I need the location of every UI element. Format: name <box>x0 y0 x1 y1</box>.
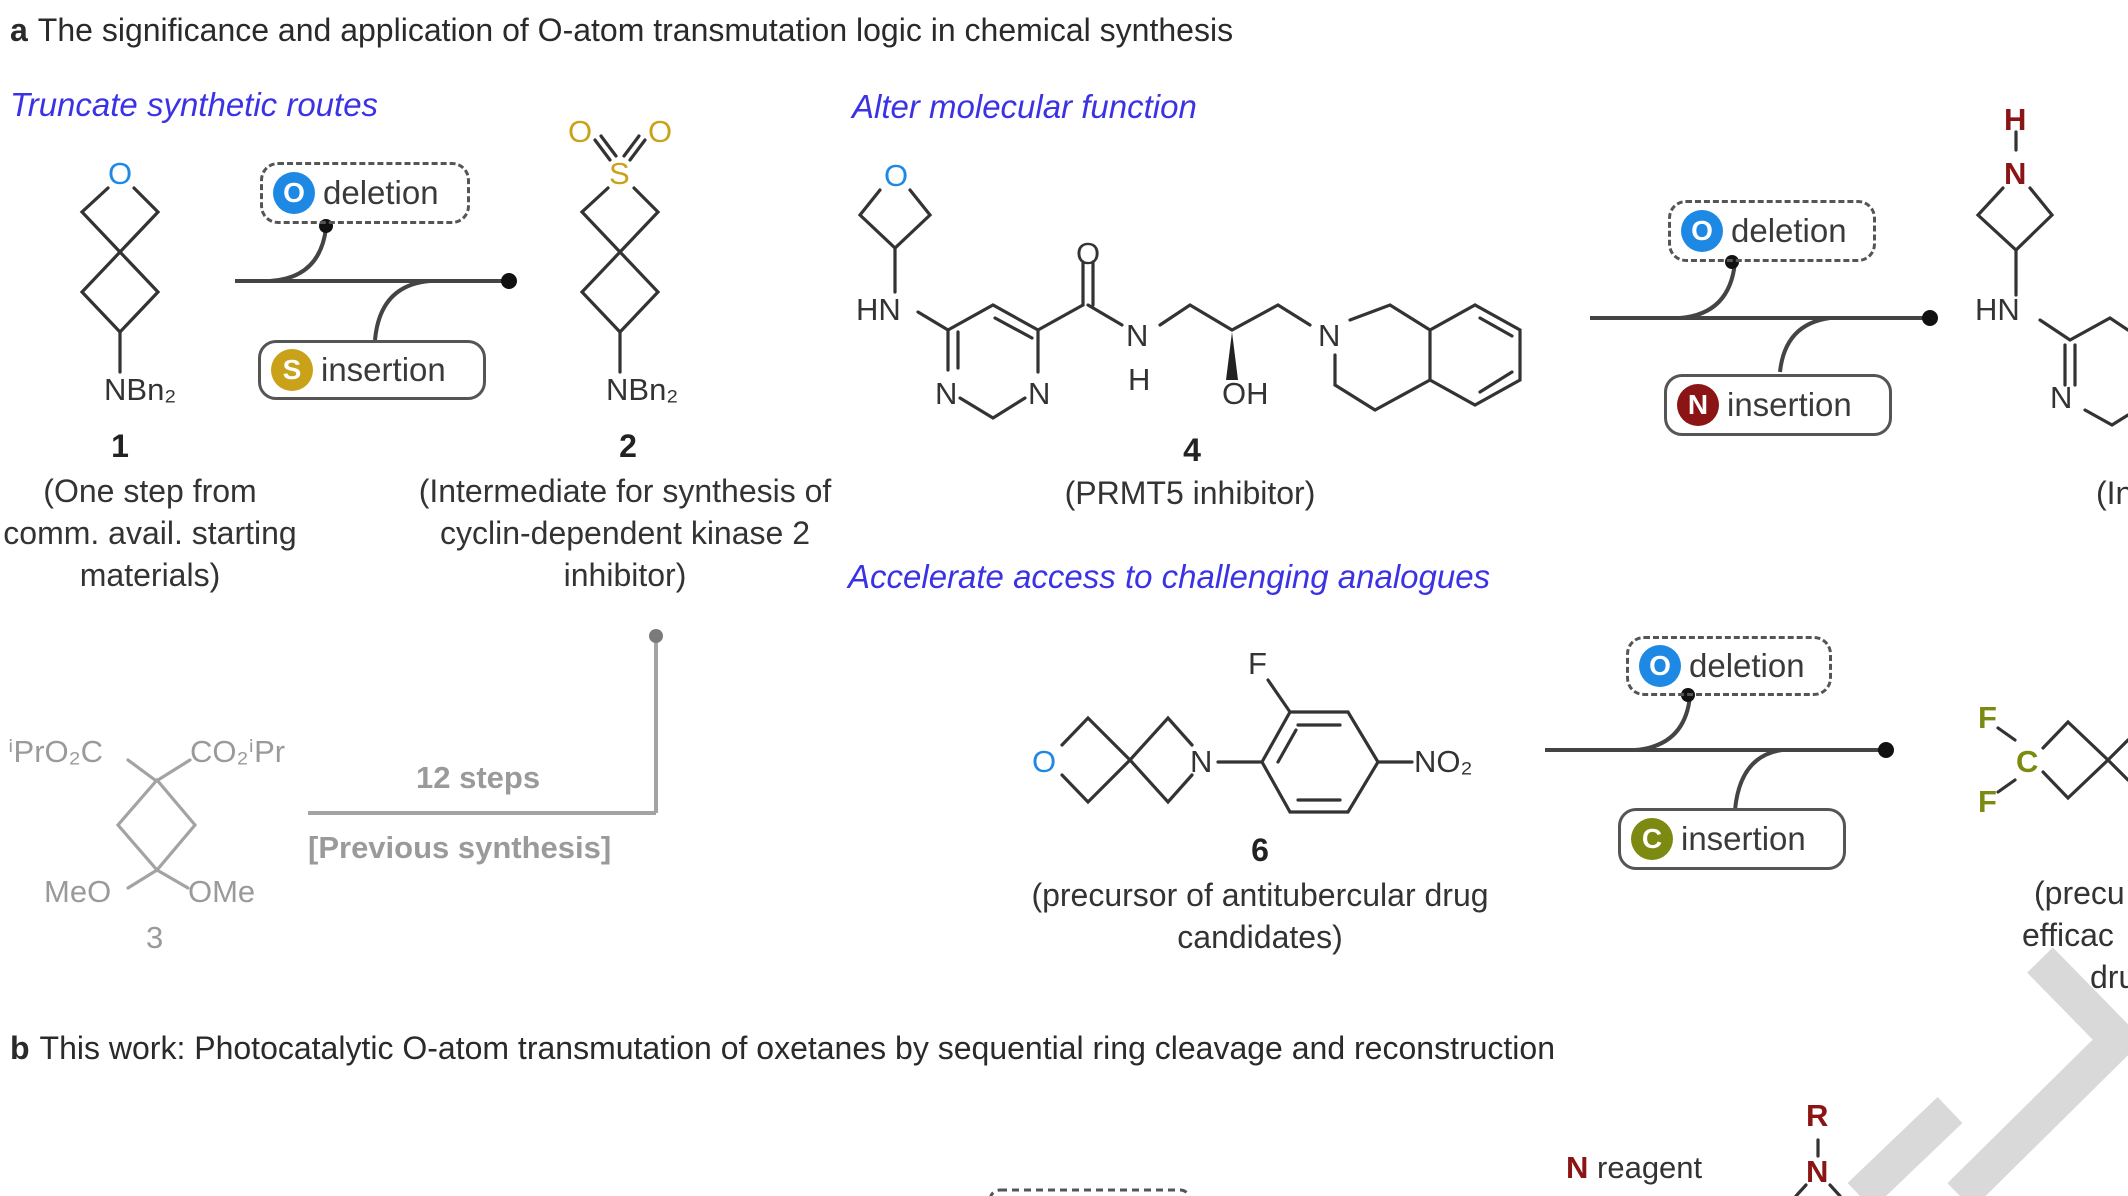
section-truncate-heading: Truncate synthetic routes <box>10 86 379 123</box>
arrow-2 <box>1590 255 1938 373</box>
compound-6-caption: (precursor of antitubercular drug candid… <box>1031 877 1489 955</box>
compound-6-skeleton <box>1060 678 1414 814</box>
compound-4-pyrimidine-n2: N <box>1028 376 1051 411</box>
compound-3-ether-right: OMe <box>188 874 256 909</box>
compound-3-skeleton <box>115 758 198 890</box>
compound-2-sulfur: S <box>609 156 630 191</box>
panel-b-r-group: R <box>1806 1098 1829 1133</box>
compound-5-caption: (In <box>2096 475 2128 511</box>
insertion-label: insertion <box>321 351 446 388</box>
insertion-label: insertion <box>1681 820 1806 857</box>
compound-5-ring-n: N <box>2050 380 2073 415</box>
compound-3-ester-right: CO₂ⁱPr <box>190 734 286 769</box>
compound-6-n: N <box>1190 744 1213 779</box>
panel-b-title-text: This work: Photocatalytic O-atom transmu… <box>39 1030 1555 1066</box>
arrow-1 <box>235 219 517 341</box>
oxygen-badge-icon: O <box>1639 645 1681 687</box>
compound-2-substituent: NBn₂ <box>606 372 679 407</box>
compound-4-carbonyl-oxygen: O <box>1076 236 1101 271</box>
compound-1-caption: (One step from comm. avail. starting mat… <box>3 473 297 593</box>
nitrogen-badge-icon: N <box>1677 384 1719 426</box>
compound-7-caption-line-2: efficac <box>2022 917 2114 953</box>
section-alter-heading: Alter molecular function <box>852 88 1197 125</box>
panel-b-partial-structure <box>989 1138 1842 1196</box>
o-deletion-pill-3: O deletion <box>1626 636 1832 696</box>
compound-5-top-h: H <box>2004 102 2027 137</box>
compound-4-pyrimidine-n1: N <box>935 376 958 411</box>
compound-4-ring-n: N <box>1318 318 1341 353</box>
compound-7-caption-line-1: (precu <box>2034 875 2125 911</box>
compound-2-number: 2 <box>619 428 637 464</box>
compound-6-fluorine: F <box>1248 646 1267 681</box>
compound-1-oxygen: O <box>108 156 133 191</box>
compound-6-oxetane-oxygen: O <box>1032 744 1057 779</box>
compound-5-top-n: N <box>2004 156 2027 191</box>
compound-5-hn: HN <box>1975 292 2020 327</box>
watermark-stroke <box>1947 1017 2128 1196</box>
previous-synthesis-label: [Previous synthesis] <box>308 830 612 865</box>
compound-2-oxo-left: O <box>568 114 593 149</box>
compound-4-oxetane-oxygen: O <box>884 158 909 193</box>
section-accelerate-heading: Accelerate access to challenging analogu… <box>848 558 1491 595</box>
compound-7-fluorine-1: F <box>1978 700 1997 735</box>
compound-1-substituent: NBn₂ <box>104 372 177 407</box>
compound-7-fluorine-2: F <box>1978 784 1997 819</box>
compound-7-caption-line-3: dru <box>2090 959 2128 995</box>
panel-b-n-atom: N <box>1806 1154 1829 1189</box>
compound-6-number: 6 <box>1251 832 1269 868</box>
s-insertion-pill: S insertion <box>258 340 486 400</box>
o-deletion-pill-2: O deletion <box>1668 200 1876 262</box>
oxygen-badge-icon: O <box>1681 210 1723 252</box>
compound-6-nitro: NO₂ <box>1414 744 1473 779</box>
compound-2-caption: (Intermediate for synthesis of cyclin-de… <box>418 473 832 593</box>
compound-4-hn: HN <box>856 292 901 327</box>
n-insertion-pill: N insertion <box>1664 374 1892 436</box>
deletion-label: deletion <box>1689 647 1805 684</box>
carbon-badge-icon: C <box>1631 818 1673 860</box>
compound-4-number: 4 <box>1183 432 1201 468</box>
previous-steps-label: 12 steps <box>416 760 541 795</box>
arrow-3 <box>1545 688 1894 811</box>
compound-4-hydroxyl: OH <box>1222 376 1269 411</box>
c-insertion-pill: C insertion <box>1618 808 1846 870</box>
compound-3-ester-left: ⁱPrO₂C <box>8 734 104 769</box>
oxygen-badge-icon: O <box>273 172 315 214</box>
o-deletion-pill-1: O deletion <box>260 162 470 224</box>
compound-4-caption: (PRMT5 inhibitor) <box>1064 475 1316 511</box>
watermark-stroke <box>1847 1096 1963 1196</box>
compound-2-oxo-right: O <box>648 114 673 149</box>
compound-3-ether-left: MeO <box>44 874 112 909</box>
n-reagent-text: reagent <box>1597 1150 1703 1185</box>
panel-b-letter: b <box>10 1030 30 1066</box>
n-reagent-label: N reagent <box>1566 1150 1702 1186</box>
panel-a-title-text: The significance and application of O-at… <box>37 12 1234 48</box>
n-reagent-atom: N <box>1566 1150 1589 1185</box>
insertion-label: insertion <box>1727 386 1852 423</box>
compound-4-amide-h: H <box>1128 362 1151 397</box>
compound-3-number: 3 <box>146 920 164 955</box>
panel-a-letter: a <box>10 12 28 48</box>
compound-1-skeleton <box>79 186 161 374</box>
compound-7-carbon: C <box>2016 744 2039 779</box>
compound-1-number: 1 <box>111 428 129 464</box>
deletion-label: deletion <box>323 174 439 211</box>
sulfur-badge-icon: S <box>271 349 313 391</box>
compound-4-amide-n: N <box>1126 318 1149 353</box>
compound-4-skeleton <box>857 188 1522 420</box>
deletion-label: deletion <box>1731 212 1847 249</box>
